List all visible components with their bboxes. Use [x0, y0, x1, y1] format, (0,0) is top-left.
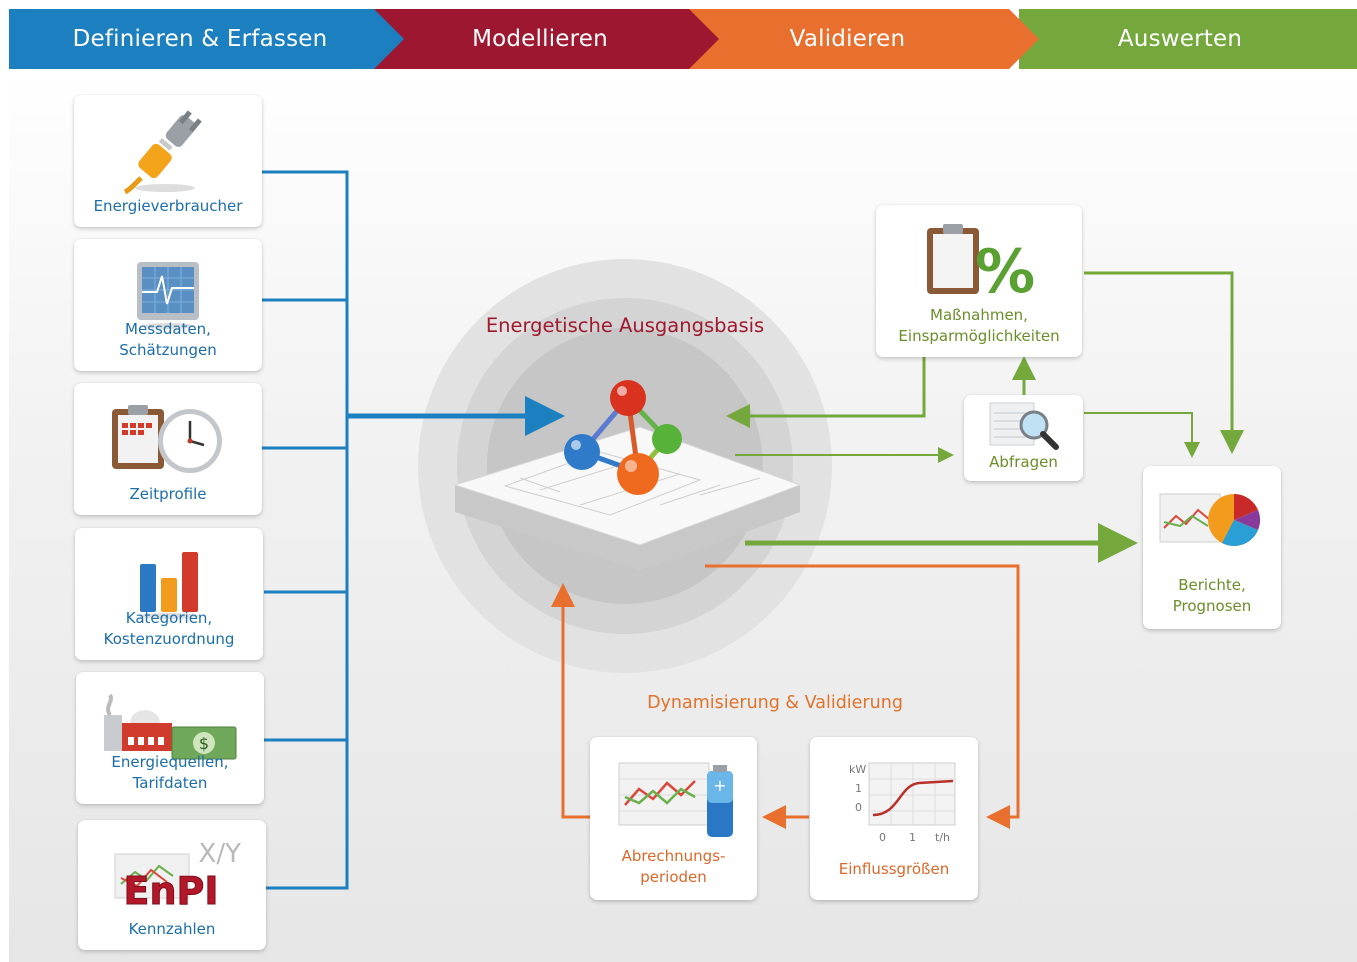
y-tick-0: 0 — [855, 801, 862, 814]
output-card-massnahmen[interactable]: % Maßnahmen, Einsparmöglichkeiten — [876, 205, 1082, 357]
molecule-icon — [564, 380, 682, 495]
phase-arrow-validieren — [689, 9, 1039, 69]
clock-icon — [74, 391, 262, 487]
validation-card-einfluss[interactable]: kW 1 0 0 1 t/h Einflussgrößen — [810, 737, 978, 900]
input-label: Energiequellen, Tarifdaten — [111, 753, 229, 792]
input-label: Messdaten, Schätzungen — [119, 320, 217, 359]
search-icon — [964, 399, 1083, 453]
input-bus — [262, 170, 349, 890]
input-card-messdaten[interactable]: Messdaten, Schätzungen — [74, 239, 262, 371]
input-card-kategorien[interactable]: Kategorien, Kostenzuordnung — [75, 528, 263, 660]
input-label: Kategorien, Kostenzuordnung — [103, 609, 235, 648]
input-card-kennzahlen[interactable]: X/Y EnPI Kennzahlen — [78, 820, 266, 950]
input-label: Kennzahlen — [128, 920, 216, 938]
validation-card-abrechnung[interactable]: + Abrechnungs- perioden — [590, 737, 757, 900]
input-card-zeitprofile[interactable]: Zeitprofile — [74, 383, 262, 515]
curve-chart-icon: kW 1 0 0 1 t/h — [810, 751, 978, 851]
output-card-berichte[interactable]: Berichte, Prognosen — [1143, 466, 1281, 629]
factory-icon: $ — [76, 680, 264, 776]
monitor-icon — [74, 247, 262, 343]
input-label: Energieverbraucher — [93, 197, 243, 215]
svg-text:%: % — [975, 237, 1035, 300]
y-tick-1: 1 — [855, 782, 862, 795]
validation-title: Dynamisierung & Validierung — [647, 693, 903, 713]
y-unit-label: kW — [849, 763, 866, 776]
x-tick-0: 0 — [879, 831, 886, 844]
phase-banner — [9, 9, 1357, 69]
validation-connectors — [551, 564, 1020, 829]
clipboard-percent-icon: % — [876, 215, 1082, 305]
output-connectors — [726, 271, 1244, 563]
output-label: Abfragen — [989, 453, 1058, 471]
input-card-energiequellen[interactable]: $ Energiequellen, Tarifdaten — [76, 672, 264, 804]
bar-chart-icon — [75, 536, 263, 632]
x-tick-th: t/h — [935, 831, 950, 844]
phase-arrow-definieren — [9, 9, 404, 69]
plug-icon — [74, 103, 262, 199]
baseline-title: Energetische Ausgangsbasis — [485, 314, 765, 337]
phase-label-modellieren: Modellieren — [472, 26, 608, 52]
phase-label-auswerten: Auswerten — [1117, 26, 1243, 52]
enpi-icon: X/Y EnPI — [78, 830, 266, 914]
enpi-text: EnPI — [124, 869, 219, 912]
svg-text:$: $ — [199, 734, 209, 753]
x-tick-1: 1 — [909, 831, 916, 844]
phase-label-validieren: Validieren — [789, 26, 906, 52]
validation-label: Einflussgrößen — [838, 860, 950, 878]
input-card-energieverbraucher[interactable]: Energieverbraucher — [74, 95, 262, 227]
output-label: Berichte, Prognosen — [1172, 576, 1252, 615]
battery-chart-icon: + — [590, 751, 757, 841]
phase-label-definieren: Definieren & Erfassen — [72, 26, 328, 52]
output-label: Maßnahmen, Einsparmöglichkeiten — [898, 306, 1060, 345]
phase-arrow-modellieren — [374, 9, 719, 69]
input-label: Zeitprofile — [129, 485, 207, 503]
output-card-abfragen[interactable]: Abfragen — [964, 395, 1083, 481]
axis-text: X/Y — [199, 839, 242, 869]
svg-text:+: + — [713, 776, 726, 795]
phase-arrow-auswerten — [1019, 9, 1357, 69]
validation-label: Abrechnungs- perioden — [621, 847, 726, 886]
pie-chart-icon — [1143, 480, 1281, 560]
